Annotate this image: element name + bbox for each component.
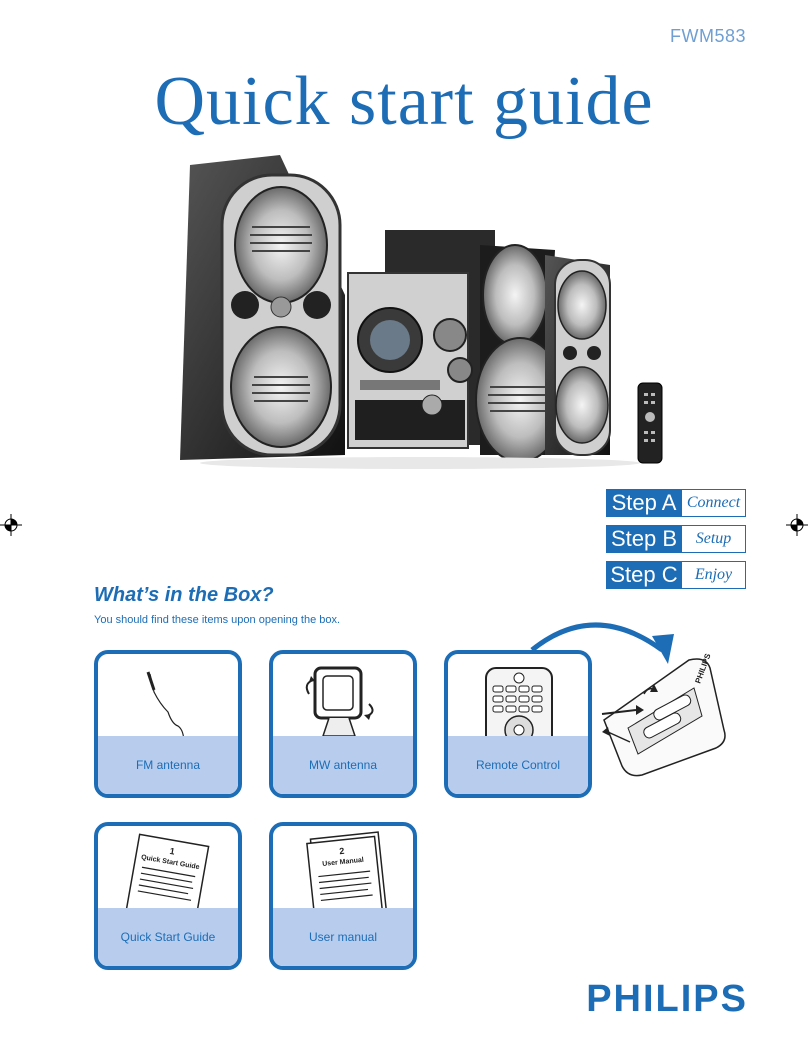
step-label: Step C — [606, 561, 682, 589]
item-label: MW antenna — [273, 736, 413, 794]
step-b: Step B Setup — [606, 525, 746, 553]
step-a: Step A Connect — [606, 489, 746, 517]
mw-antenna-icon — [305, 666, 374, 737]
item-label: Quick Start Guide — [98, 908, 238, 966]
step-word: Enjoy — [682, 561, 746, 589]
fm-antenna-icon — [146, 671, 185, 744]
item-card-quick-start-guide: 1 Quick Start Guide Quick Start Guide — [94, 822, 242, 970]
step-c: Step C Enjoy — [606, 561, 746, 589]
page-title: Quick start guide — [154, 63, 654, 140]
item-label: FM antenna — [98, 736, 238, 794]
step-label: Step B — [606, 525, 682, 553]
quick-start-guide-icon: 1 Quick Start Guide — [124, 833, 210, 916]
item-card-user-manual: 2 User Manual User manual — [269, 822, 417, 970]
product-image — [180, 155, 663, 469]
item-label: User manual — [273, 908, 413, 966]
user-manual-icon: 2 User Manual — [306, 831, 388, 916]
model-number: FWM583 — [669, 26, 746, 46]
section-heading: What’s in the Box? — [94, 584, 274, 606]
registration-mark-icon — [786, 514, 808, 536]
battery-insertion-icon: PHILIPS — [530, 622, 726, 777]
doc-number: 2 — [339, 846, 345, 856]
registration-mark-icon — [0, 514, 22, 536]
step-word: Setup — [682, 525, 746, 553]
item-card-remote-control: Remote Control — [444, 650, 592, 798]
item-label: Remote Control — [448, 736, 588, 794]
doc-title: User Manual — [322, 857, 364, 868]
remote-control-icon — [485, 667, 553, 744]
doc-number: 1 — [169, 846, 176, 857]
step-label: Step A — [606, 489, 682, 517]
section-subtitle: You should find these items upon opening… — [94, 614, 341, 626]
item-card-mw-antenna: MW antenna — [269, 650, 417, 798]
step-word: Connect — [682, 489, 746, 517]
brand-logo: PHILIPS — [586, 978, 748, 1020]
item-card-fm-antenna: FM antenna — [94, 650, 242, 798]
